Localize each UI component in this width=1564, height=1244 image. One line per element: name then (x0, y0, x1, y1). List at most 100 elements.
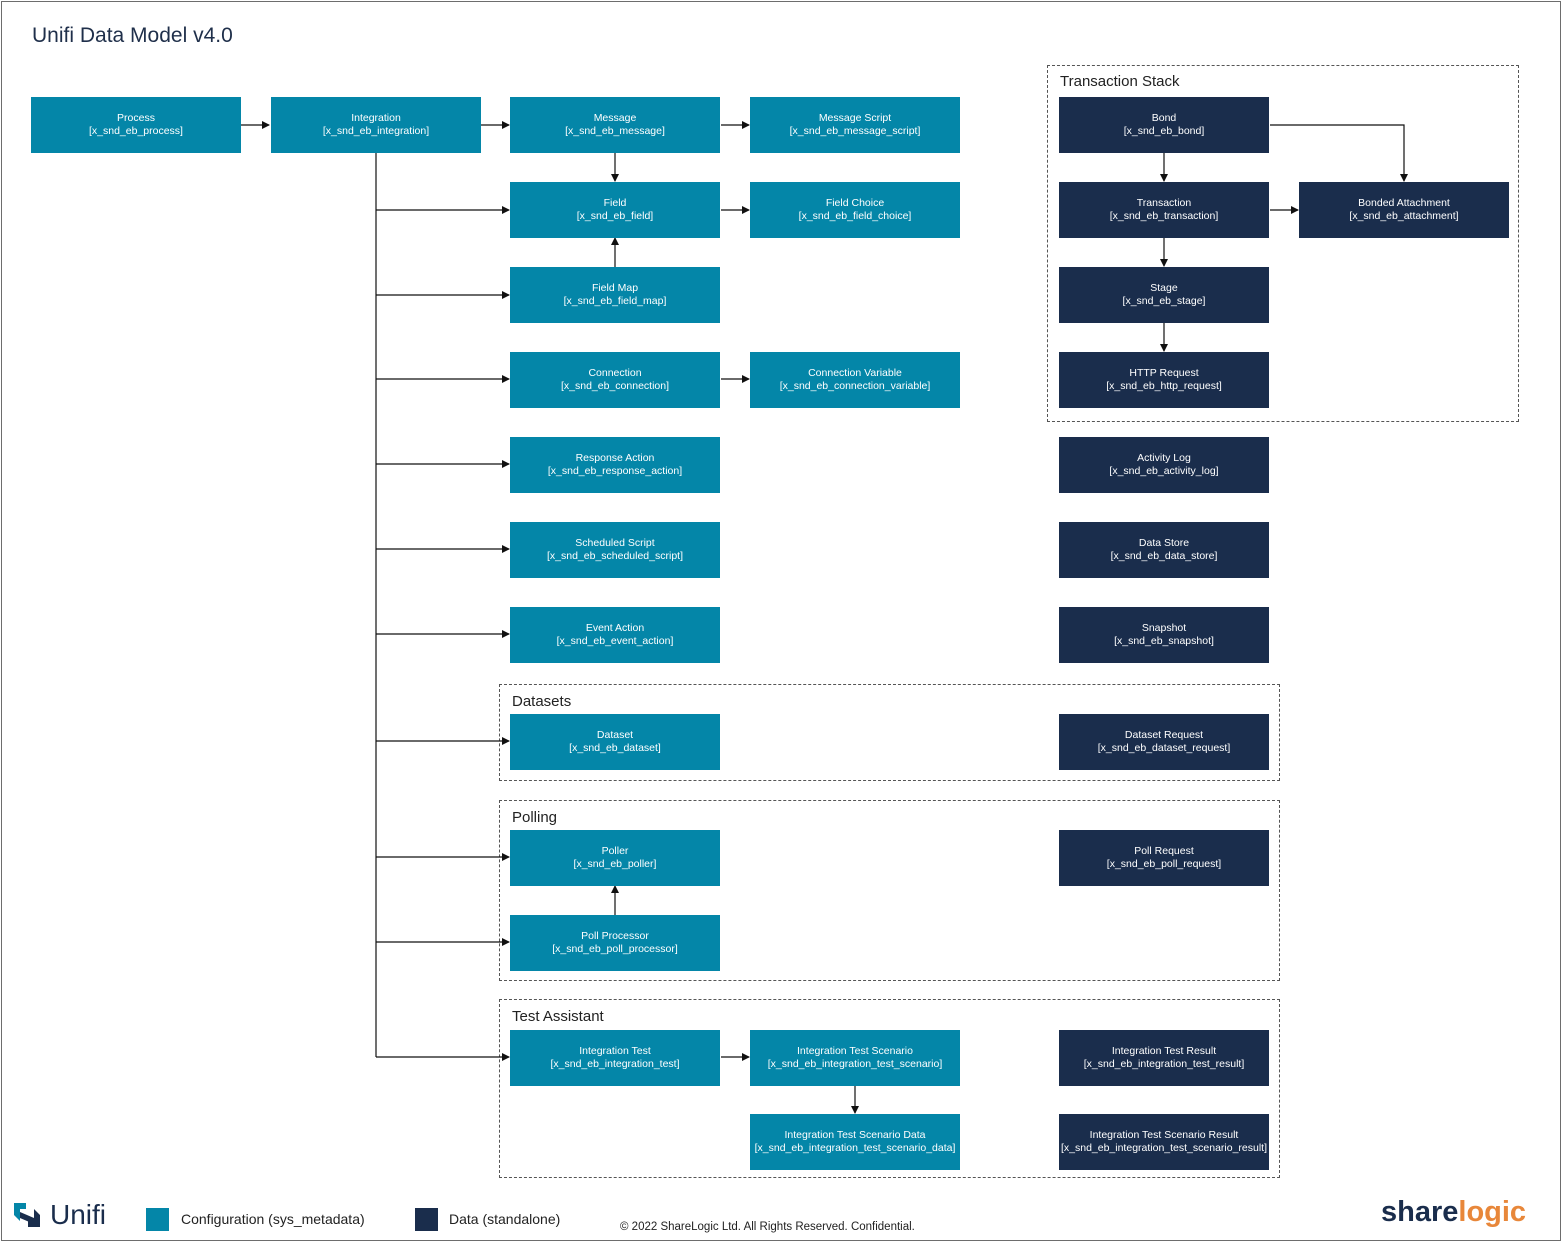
unifi-logo-icon (14, 1203, 40, 1227)
legend-data-swatch (415, 1208, 438, 1231)
node-transaction-name: Transaction (1136, 197, 1192, 209)
node-connection-variable[interactable]: Connection Variable [x_snd_eb_connection… (750, 352, 960, 408)
node-transaction-table: [x_snd_eb_transaction] (1109, 210, 1219, 222)
node-snapshot-name: Snapshot (1141, 622, 1187, 634)
node-response-action-table: [x_snd_eb_response_action] (547, 465, 683, 477)
node-field-map[interactable]: Field Map [x_snd_eb_field_map] (510, 267, 720, 323)
node-field-map-table: [x_snd_eb_field_map] (563, 295, 667, 307)
node-transaction[interactable]: Transaction [x_snd_eb_transaction] (1059, 182, 1269, 238)
node-poller-table: [x_snd_eb_poller] (573, 858, 657, 870)
node-bonded-attachment[interactable]: Bonded Attachment [x_snd_eb_attachment] (1299, 182, 1509, 238)
node-snapshot[interactable]: Snapshot [x_snd_eb_snapshot] (1059, 607, 1269, 663)
node-http-request-table: [x_snd_eb_http_request] (1106, 380, 1222, 392)
node-dataset-request-name: Dataset Request (1124, 729, 1204, 741)
page-title: Unifi Data Model v4.0 (32, 24, 233, 47)
node-message-script-table: [x_snd_eb_message_script] (789, 125, 921, 137)
node-poll-processor-table: [x_snd_eb_poll_processor] (552, 943, 678, 955)
node-integration-test-scenario[interactable]: Integration Test Scenario [x_snd_eb_inte… (750, 1030, 960, 1086)
node-dataset-request[interactable]: Dataset Request [x_snd_eb_dataset_reques… (1059, 714, 1269, 770)
node-integration-test-scenario-result-table: [x_snd_eb_integration_test_scenario_resu… (1060, 1142, 1268, 1154)
node-message-script[interactable]: Message Script [x_snd_eb_message_script] (750, 97, 960, 153)
node-activity-log[interactable]: Activity Log [x_snd_eb_activity_log] (1059, 437, 1269, 493)
node-integration-test-scenario-table: [x_snd_eb_integration_test_scenario] (767, 1058, 943, 1070)
group-label-transaction-stack: Transaction Stack (1060, 73, 1180, 90)
node-field-choice[interactable]: Field Choice [x_snd_eb_field_choice] (750, 182, 960, 238)
node-integration[interactable]: Integration [x_snd_eb_integration] (271, 97, 481, 153)
node-poll-processor[interactable]: Poll Processor [x_snd_eb_poll_processor] (510, 915, 720, 971)
node-process[interactable]: Process [x_snd_eb_process] (31, 97, 241, 153)
node-connection[interactable]: Connection [x_snd_eb_connection] (510, 352, 720, 408)
node-scheduled-script-name: Scheduled Script (575, 537, 655, 549)
node-field-choice-name: Field Choice (825, 197, 885, 209)
node-activity-log-table: [x_snd_eb_activity_log] (1109, 465, 1219, 477)
node-connection-variable-table: [x_snd_eb_connection_variable] (779, 380, 931, 392)
node-message-name: Message (593, 112, 637, 124)
node-bond-table: [x_snd_eb_bond] (1123, 125, 1205, 137)
node-dataset-table: [x_snd_eb_dataset] (569, 742, 661, 754)
node-integration-test-scenario-data-table: [x_snd_eb_integration_test_scenario_data… (754, 1142, 956, 1154)
unifi-logo: Unifi (12, 1198, 106, 1232)
unifi-logo-text: Unifi (50, 1199, 107, 1230)
node-field-choice-table: [x_snd_eb_field_choice] (798, 210, 912, 222)
node-integration-test[interactable]: Integration Test [x_snd_eb_integration_t… (510, 1030, 720, 1086)
node-data-store[interactable]: Data Store [x_snd_eb_data_store] (1059, 522, 1269, 578)
node-snapshot-table: [x_snd_eb_snapshot] (1114, 635, 1214, 647)
group-datasets (499, 684, 1280, 781)
node-response-action[interactable]: Response Action [x_snd_eb_response_actio… (510, 437, 720, 493)
node-process-table: [x_snd_eb_process] (89, 125, 183, 137)
legend-config-label: Configuration (sys_metadata) (181, 1211, 365, 1227)
node-event-action[interactable]: Event Action [x_snd_eb_event_action] (510, 607, 720, 663)
node-integration-test-scenario-result[interactable]: Integration Test Scenario Result [x_snd_… (1059, 1114, 1269, 1170)
node-integration-test-scenario-name: Integration Test Scenario (797, 1045, 913, 1057)
node-activity-log-name: Activity Log (1137, 452, 1191, 464)
sharelogic-logo: sharelogic (1381, 1196, 1526, 1229)
sharelogic-logo-share: share (1381, 1196, 1459, 1228)
node-integration-table: [x_snd_eb_integration] (322, 125, 430, 137)
node-message-script-name: Message Script (818, 112, 892, 124)
node-bonded-attachment-table: [x_snd_eb_attachment] (1349, 210, 1459, 222)
group-label-datasets: Datasets (512, 693, 572, 710)
node-integration-test-result[interactable]: Integration Test Result [x_snd_eb_integr… (1059, 1030, 1269, 1086)
group-transaction-stack (1047, 65, 1519, 422)
node-stage-name: Stage (1150, 282, 1178, 294)
group-label-test-assistant: Test Assistant (512, 1008, 604, 1025)
node-integration-test-name: Integration Test (579, 1045, 651, 1057)
group-test-assistant (499, 999, 1280, 1178)
node-http-request[interactable]: HTTP Request [x_snd_eb_http_request] (1059, 352, 1269, 408)
node-integration-test-result-table: [x_snd_eb_integration_test_result] (1083, 1058, 1245, 1070)
node-stage-table: [x_snd_eb_stage] (1122, 295, 1206, 307)
node-poll-request-table: [x_snd_eb_poll_request] (1106, 858, 1222, 870)
node-http-request-name: HTTP Request (1129, 367, 1199, 379)
node-event-action-name: Event Action (585, 622, 645, 634)
node-dataset[interactable]: Dataset [x_snd_eb_dataset] (510, 714, 720, 770)
node-poll-processor-name: Poll Processor (581, 930, 649, 942)
node-dataset-name: Dataset (596, 729, 634, 741)
group-polling (499, 800, 1280, 981)
node-message-table: [x_snd_eb_message] (565, 125, 665, 137)
copyright-text: © 2022 ShareLogic Ltd. All Rights Reserv… (620, 1221, 915, 1233)
node-process-name: Process (117, 112, 155, 124)
node-field-name: Field (603, 197, 627, 209)
node-connection-variable-name: Connection Variable (808, 367, 902, 379)
node-bond-name: Bond (1151, 112, 1177, 124)
node-event-action-table: [x_snd_eb_event_action] (556, 635, 674, 647)
node-bonded-attachment-name: Bonded Attachment (1358, 197, 1450, 209)
node-bond[interactable]: Bond [x_snd_eb_bond] (1059, 97, 1269, 153)
node-dataset-request-table: [x_snd_eb_dataset_request] (1097, 742, 1231, 754)
node-scheduled-script[interactable]: Scheduled Script [x_snd_eb_scheduled_scr… (510, 522, 720, 578)
node-poller[interactable]: Poller [x_snd_eb_poller] (510, 830, 720, 886)
node-integration-test-scenario-result-name: Integration Test Scenario Result (1089, 1129, 1239, 1141)
node-field-map-name: Field Map (591, 282, 639, 294)
node-field[interactable]: Field [x_snd_eb_field] (510, 182, 720, 238)
node-poll-request-name: Poll Request (1134, 845, 1194, 857)
node-stage[interactable]: Stage [x_snd_eb_stage] (1059, 267, 1269, 323)
node-response-action-name: Response Action (575, 452, 655, 464)
node-integration-test-scenario-data-name: Integration Test Scenario Data (784, 1129, 926, 1141)
node-connection-name: Connection (588, 367, 642, 379)
node-connection-table: [x_snd_eb_connection] (561, 380, 669, 392)
node-integration-test-scenario-data[interactable]: Integration Test Scenario Data [x_snd_eb… (750, 1114, 960, 1170)
node-poll-request[interactable]: Poll Request [x_snd_eb_poll_request] (1059, 830, 1269, 886)
node-message[interactable]: Message [x_snd_eb_message] (510, 97, 720, 153)
legend-data-label: Data (standalone) (449, 1211, 561, 1227)
